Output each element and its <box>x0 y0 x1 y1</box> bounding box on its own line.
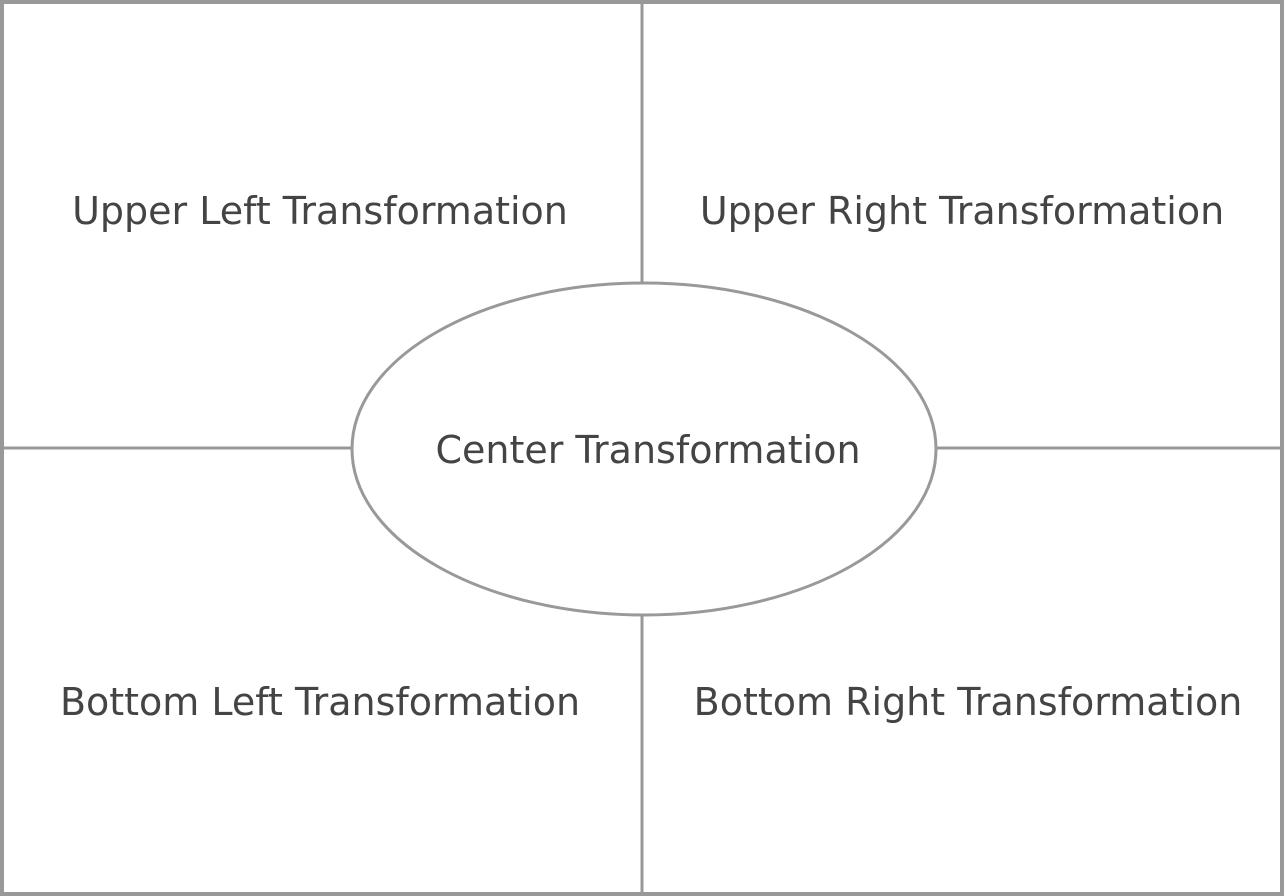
upper-right-label: Upper Right Transformation <box>700 189 1224 233</box>
center-oval <box>350 281 938 617</box>
bottom-left-label: Bottom Left Transformation <box>60 680 580 724</box>
bottom-right-label: Bottom Right Transformation <box>694 680 1243 724</box>
upper-left-label: Upper Left Transformation <box>72 189 568 233</box>
center-label: Center Transformation <box>435 428 860 472</box>
